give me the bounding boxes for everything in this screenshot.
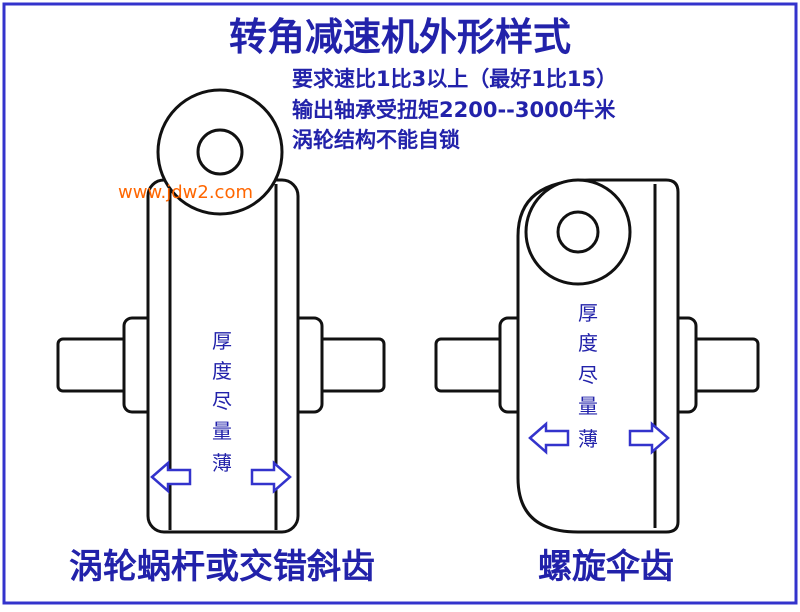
left-note-char-3: 尽 bbox=[212, 389, 232, 413]
right-input-shaft-hole bbox=[556, 210, 600, 254]
page-title: 转角减速机外形样式 bbox=[229, 15, 571, 59]
right-note-char-3: 尽 bbox=[578, 363, 598, 387]
left-note-char-1: 厚 bbox=[212, 329, 232, 353]
left-input-shaft-hole bbox=[196, 128, 244, 176]
left-note-char-4: 量 bbox=[212, 419, 232, 443]
right-note-char-2: 度 bbox=[578, 331, 598, 355]
watermark: www.jdw2.com bbox=[118, 182, 253, 203]
right-thickness-note: 厚 度 尽 量 薄 bbox=[578, 301, 598, 451]
left-arrow-left-icon bbox=[150, 460, 192, 494]
left-shaft-right bbox=[316, 337, 386, 393]
requirement-torque: 输出轴承受扭矩2200--3000牛米 bbox=[292, 98, 616, 122]
requirement-ratio: 要求速比1比3以上（最好1比15） bbox=[292, 67, 617, 91]
right-note-char-5: 薄 bbox=[578, 427, 598, 451]
left-caption: 涡轮蜗杆或交错斜齿 bbox=[69, 547, 375, 587]
left-arrow-right-icon bbox=[250, 460, 292, 494]
left-note-char-2: 度 bbox=[212, 359, 232, 383]
left-thickness-note: 厚 度 尽 量 薄 bbox=[212, 329, 232, 475]
right-note-char-1: 厚 bbox=[578, 301, 598, 325]
left-note-char-5: 薄 bbox=[212, 451, 232, 475]
right-arrow-left-icon bbox=[528, 421, 570, 455]
right-arrow-right-icon bbox=[628, 421, 670, 455]
right-note-char-4: 量 bbox=[578, 394, 598, 418]
right-caption: 螺旋伞齿 bbox=[538, 547, 674, 587]
left-shaft-left bbox=[56, 337, 134, 393]
right-shaft-right bbox=[688, 337, 760, 393]
left-gearbox-drawing bbox=[56, 88, 386, 534]
requirement-no-selflock: 涡轮结构不能自锁 bbox=[292, 128, 460, 152]
